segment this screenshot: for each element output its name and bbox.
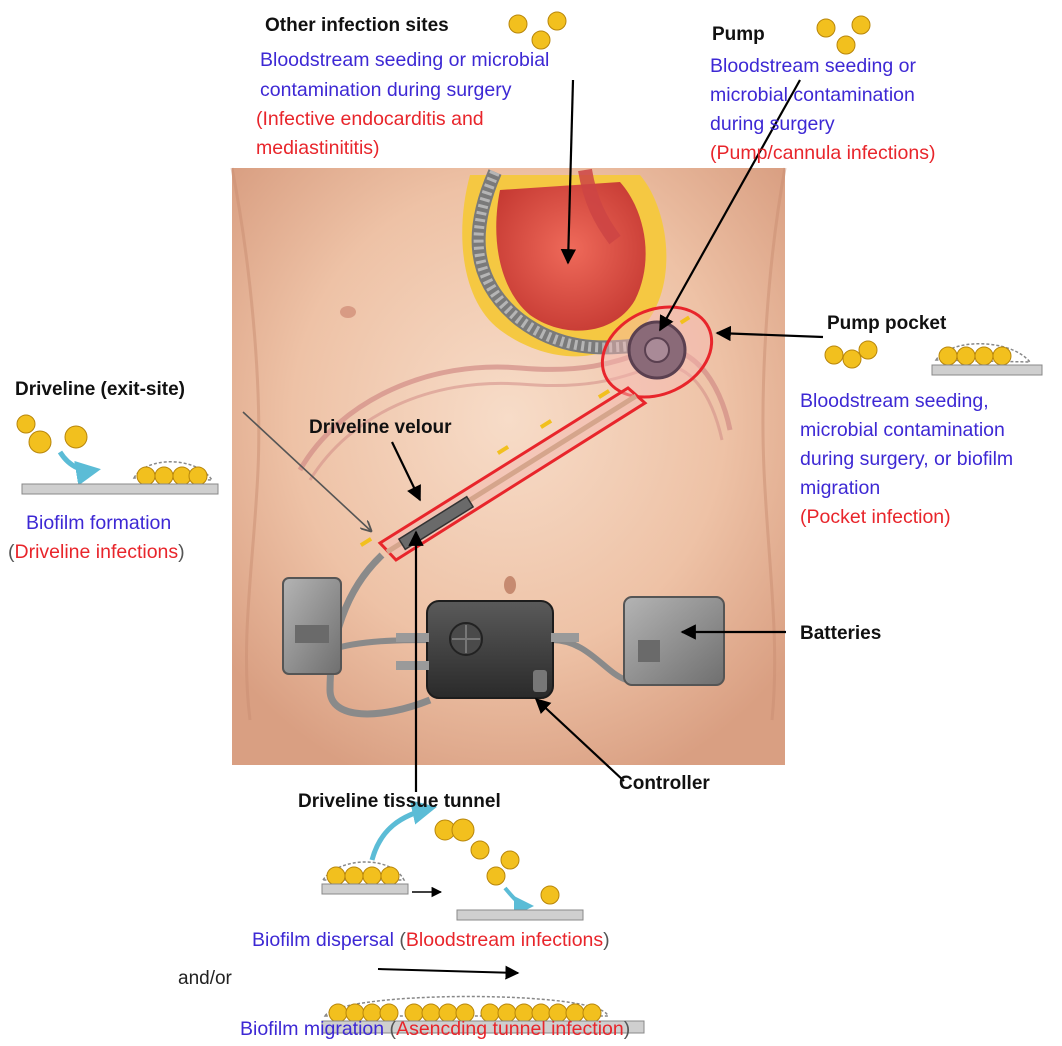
pump-line1: Bloodstream seeding or <box>710 53 916 79</box>
pump-line3: during surgery <box>710 111 835 137</box>
bacteria-cluster-icon-other <box>509 12 566 49</box>
paren-close: ) <box>603 929 610 951</box>
driveline-exit-biofilm: Biofilm formation <box>26 510 171 536</box>
pump-pocket-line1: Bloodstream seeding, <box>800 388 989 414</box>
pump-device-hub <box>645 338 669 362</box>
pump-title: Pump <box>712 24 765 46</box>
biofilm-migration-caption: Biofilm migration (Asencding tunnel infe… <box>240 1016 630 1042</box>
pump-pocket-title: Pump pocket <box>827 313 946 335</box>
paren-open: ( <box>394 929 406 951</box>
biofilm-formation-text: Biofilm formation <box>26 512 171 534</box>
tissue-tunnel-title: Driveline tissue tunnel <box>298 791 501 813</box>
pump-pocket-line3: during surgery, or biofilm <box>800 446 1013 472</box>
paren-open: ( <box>384 1018 396 1040</box>
driveline-exit-title: Driveline (exit-site) <box>15 379 185 401</box>
bloodstream-infections-text: Bloodstream infections <box>406 929 603 951</box>
driveline-velour-label: Driveline velour <box>309 417 452 439</box>
other-sites-red2: mediastinititis) <box>256 135 380 161</box>
battery-right <box>624 597 724 685</box>
other-sites-red1: (Infective endocarditis and <box>256 106 484 132</box>
pump-pocket-line2: microbial contamination <box>800 417 1005 443</box>
bacteria-cluster-icon-pump <box>817 16 870 54</box>
biofilm-dispersal-icon <box>322 808 583 920</box>
batteries-label: Batteries <box>800 623 881 645</box>
biofilm-dispersal-text: Biofilm dispersal <box>252 929 394 951</box>
other-sites-line1: Bloodstream seeding or microbial <box>260 47 549 73</box>
curved-arrow-icon <box>372 808 432 860</box>
and-or-label: and/or <box>178 968 232 990</box>
biofilm-formation-icon <box>17 415 218 494</box>
biofilm-icon-pocket <box>932 344 1042 375</box>
other-sites-title: Other infection sites <box>265 15 449 37</box>
pump-pocket-line4: migration <box>800 475 880 501</box>
driveline-infections-text: Driveline infections <box>15 541 179 563</box>
arrow-icon <box>378 969 518 973</box>
driveline-exit-infection: (Driveline infections) <box>8 539 185 565</box>
pump-line2: microbial contamination <box>710 82 915 108</box>
biofilm-migration-text: Biofilm migration <box>240 1018 384 1040</box>
pump-pocket-red1: (Pocket infection) <box>800 504 951 530</box>
bacteria-cluster-icon-pocket <box>825 341 877 368</box>
navel <box>504 576 516 594</box>
controller-label: Controller <box>619 773 710 795</box>
battery-left <box>283 578 341 674</box>
curved-arrow-icon <box>60 452 96 470</box>
biofilm-dispersal-caption: Biofilm dispersal (Bloodstream infection… <box>252 927 610 953</box>
other-sites-line2: contamination during surgery <box>260 77 511 103</box>
nipple <box>340 306 356 318</box>
paren-close: ) <box>178 541 185 563</box>
pump-red1: (Pump/cannula infections) <box>710 140 935 166</box>
paren-close: ) <box>624 1018 631 1040</box>
tunnel-infection-text: Asencding tunnel infection <box>396 1018 624 1040</box>
curved-arrow-icon <box>505 888 530 906</box>
